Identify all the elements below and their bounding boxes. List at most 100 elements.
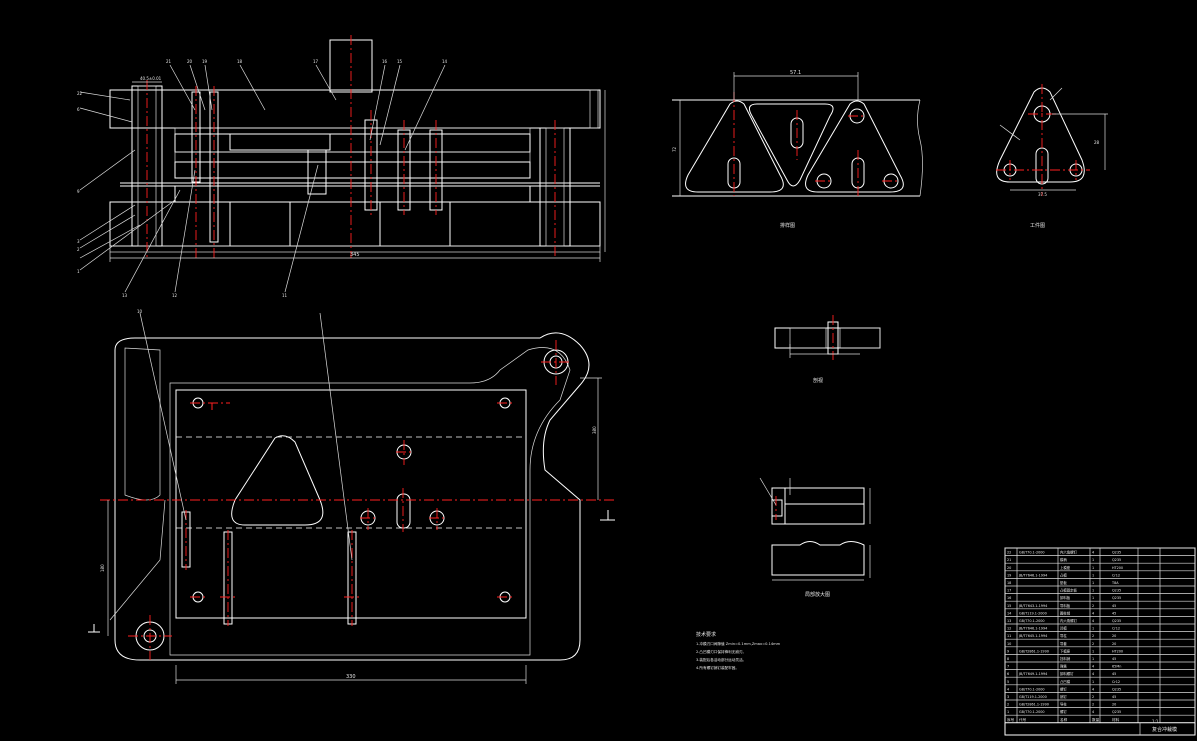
balloon-6: 6 bbox=[77, 107, 80, 112]
parts-cell-qty: 4 bbox=[1092, 665, 1094, 669]
parts-cell-qty: 2 bbox=[1092, 634, 1094, 638]
plan-right-dim: 380 bbox=[592, 426, 597, 434]
parts-cell-material: 65Mn bbox=[1112, 665, 1121, 669]
part-drawing-label: 工件图 bbox=[1030, 222, 1045, 229]
assembly-top-dim: 40.5±0.01 bbox=[140, 76, 162, 81]
parts-cell-name: 圆柱销 bbox=[1060, 610, 1071, 615]
balloon-14: 14 bbox=[442, 59, 448, 64]
parts-cell-material: Q235 bbox=[1112, 589, 1121, 593]
parts-cell-material: 45 bbox=[1112, 672, 1116, 676]
parts-cell-material: Q235 bbox=[1112, 596, 1121, 600]
balloon-1: 1 bbox=[77, 269, 80, 274]
parts-cell-material: 45 bbox=[1112, 657, 1116, 661]
parts-cell-qty: 1 bbox=[1092, 649, 1094, 653]
drawing-name: 复合冲裁模 bbox=[1152, 726, 1177, 733]
parts-cell-qty: 1 bbox=[1092, 657, 1094, 661]
parts-cell-no: 7 bbox=[1007, 665, 1009, 669]
parts-cell-code: JB/T7646.1-1994 bbox=[1018, 627, 1047, 631]
balloon-11: 11 bbox=[282, 293, 288, 298]
parts-cell-material: HT200 bbox=[1112, 566, 1123, 570]
parts-cell-material: Cr12 bbox=[1112, 680, 1120, 684]
parts-cell-no: 16 bbox=[1007, 596, 1011, 600]
parts-cell-name: 挡料销 bbox=[1060, 656, 1071, 661]
parts-cell-no: 18 bbox=[1007, 581, 1011, 585]
parts-cell-no: 13 bbox=[1007, 619, 1011, 623]
parts-cell-qty: 1 bbox=[1092, 573, 1094, 577]
parts-cell-no: 15 bbox=[1007, 604, 1011, 608]
parts-cell-no: 17 bbox=[1007, 589, 1011, 593]
parts-cell-material: Cr12 bbox=[1112, 627, 1120, 631]
balloon-22: 22 bbox=[77, 91, 83, 96]
parts-cell-no: 14 bbox=[1007, 611, 1011, 615]
parts-cell-name: 卸料螺钉 bbox=[1060, 671, 1074, 676]
parts-cell-name: 螺钉 bbox=[1060, 709, 1067, 714]
parts-cell-code: GB/T70.1-2000 bbox=[1019, 551, 1045, 555]
part-height-dim: 28 bbox=[1094, 140, 1100, 145]
parts-cell-code: JB/T7643.1-1994 bbox=[1018, 604, 1047, 608]
parts-cell-name: 销钉 bbox=[1060, 694, 1067, 699]
note-2: 2.凸凹模刃口保持锋利无崩刃。 bbox=[696, 649, 746, 654]
parts-cell-qty: 1 bbox=[1092, 558, 1094, 562]
parts-cell-material: HT200 bbox=[1112, 649, 1123, 653]
parts-cell-no: 20 bbox=[1007, 566, 1011, 570]
strip-layout: 57.1 72 排样图 bbox=[672, 70, 923, 229]
technical-notes: 技术要求 1.冲模刃口间隙值 Zmin=0.1mm,Zmax=0.14mm 2.… bbox=[696, 631, 781, 670]
parts-cell-code: GB/T70.1-2000 bbox=[1019, 619, 1045, 623]
parts-cell-name: 卸料板 bbox=[1060, 595, 1071, 600]
parts-cell-qty: 4 bbox=[1092, 710, 1094, 714]
plan-left-dim: 180 bbox=[100, 564, 105, 572]
parts-cell-qty: 1 bbox=[1092, 581, 1094, 585]
notes-title: 技术要求 bbox=[696, 631, 716, 638]
balloon-10: 10 bbox=[137, 309, 143, 314]
enlarged-detail: 局部放大图 bbox=[759, 477, 871, 598]
parts-cell-qty: 4 bbox=[1092, 672, 1094, 676]
parts-cell-material: 20 bbox=[1112, 642, 1116, 646]
balloon-3: 3 bbox=[77, 239, 80, 244]
parts-cell-material: 20 bbox=[1112, 634, 1116, 638]
note-4: 4.所有螺钉销钉装配牢固。 bbox=[696, 665, 739, 670]
balloon-21: 21 bbox=[166, 59, 172, 64]
parts-cell-no: 11 bbox=[1007, 634, 1011, 638]
parts-cell-name: 内六角螺钉 bbox=[1060, 618, 1078, 623]
parts-cell-qty: 2 bbox=[1092, 703, 1094, 707]
parts-cell-material: 45 bbox=[1112, 604, 1116, 608]
parts-cell-name: 凹模 bbox=[1060, 626, 1067, 631]
parts-cell-qty: 2 bbox=[1092, 695, 1094, 699]
parts-cell-no: 12 bbox=[1007, 627, 1011, 631]
parts-header-cell: 代号 bbox=[1019, 717, 1027, 722]
parts-cell-material: Q235 bbox=[1112, 710, 1121, 714]
plan-width-dim: 330 bbox=[346, 674, 356, 680]
balloon-13: 13 bbox=[122, 293, 128, 298]
parts-cell-name: 凸模 bbox=[1060, 572, 1067, 577]
part-drawing: 28 37.5 工件图 bbox=[996, 84, 1108, 229]
balloon-20: 20 bbox=[187, 59, 193, 64]
parts-cell-no: 8 bbox=[1007, 657, 1009, 661]
parts-cell-qty: 1 bbox=[1092, 596, 1094, 600]
parts-header-cell: 序号 bbox=[1007, 717, 1015, 722]
balloon-17: 17 bbox=[313, 59, 319, 64]
parts-cell-code: JB/T7649.1-1994 bbox=[1018, 672, 1047, 676]
parts-cell-qty: 1 bbox=[1092, 566, 1094, 570]
part-width-dim: 37.5 bbox=[1038, 192, 1047, 197]
parts-cell-material: 45 bbox=[1112, 695, 1116, 699]
parts-cell-no: 6 bbox=[1007, 672, 1009, 676]
section-label: 剖视 bbox=[813, 377, 823, 384]
strip-pitch-dim: 57.1 bbox=[790, 70, 801, 76]
balloon-12: 12 bbox=[172, 293, 178, 298]
parts-cell-code: GB/T2861.1-1990 bbox=[1019, 649, 1049, 653]
parts-cell-name: 导柱 bbox=[1060, 633, 1067, 638]
parts-cell-qty: 1 bbox=[1092, 589, 1094, 593]
parts-cell-material: Q235 bbox=[1112, 558, 1121, 562]
parts-cell-no: 21 bbox=[1007, 558, 1011, 562]
parts-cell-no: 22 bbox=[1007, 551, 1011, 555]
parts-cell-name: 导柱 bbox=[1060, 702, 1067, 707]
parts-cell-qty: 4 bbox=[1092, 619, 1094, 623]
parts-header-cell: 材料 bbox=[1112, 717, 1120, 722]
parts-cell-name: 导套 bbox=[1060, 641, 1067, 646]
parts-cell-material: 45 bbox=[1112, 611, 1116, 615]
parts-header-cell: 名称 bbox=[1060, 717, 1068, 722]
parts-cell-code: GB/T70.1-2000 bbox=[1019, 687, 1045, 691]
